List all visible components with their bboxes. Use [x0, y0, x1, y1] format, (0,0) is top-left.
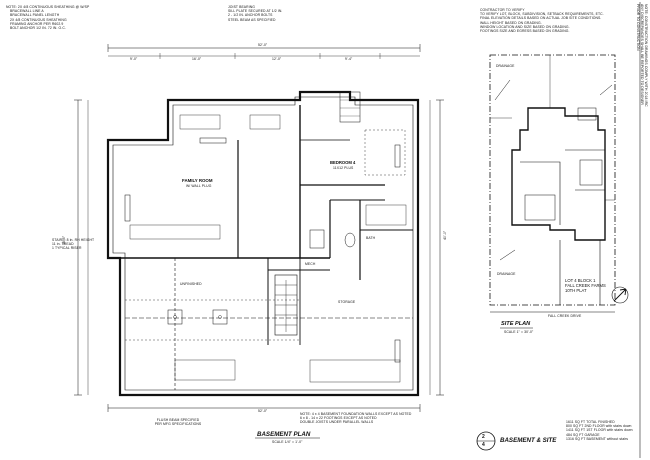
dim-top-overall: 52'-0" — [258, 43, 268, 47]
note-line: JOIST BEARING — [228, 5, 256, 9]
note-line: FRAMING ANCHOR PER R602.9 — [10, 21, 64, 26]
dim-top-seg: 12'-0" — [272, 57, 282, 61]
dim-top-seg: 16'-0" — [192, 57, 202, 61]
dim-top-seg: 9'-0" — [130, 57, 138, 61]
note-line: SILL PLATE SECURED AT 1/2 IN. — [228, 9, 283, 14]
side-note-line: PRIOR TO CONSTRUCTION — [635, 4, 640, 51]
note-line: CONTRACTOR TO VERIFY — [480, 8, 525, 12]
note-line: BRACEWALL LINE A — [10, 9, 44, 14]
note-line: TO VERIFY LOT, BLOCK, SUBDIVISION, SETBA… — [480, 12, 604, 17]
notes-foundation: NOTE: 4 x 4 BASEMENT FOUNDATION WALLS EX… — [300, 412, 450, 425]
room-label-unfinished: UNFINISHED — [180, 282, 202, 286]
dim-bottom-overall: 52'-0" — [258, 409, 268, 413]
lot-line: FALL CREEK FARMS — [565, 283, 606, 288]
note-line: NOTE: 2X 4/8 CONTINUOUS SHEATHING @ W/SP — [6, 5, 90, 9]
site-plan-scale: SCALE 1" = 30'-0" — [504, 330, 534, 334]
basement-plan — [74, 44, 444, 412]
room-label-storage: STORAGE — [338, 300, 356, 304]
area-line: 800 SQ FT 2ND FLOOR with stairs down — [566, 424, 632, 429]
room-label-family: FAMILY ROOM — [182, 178, 213, 183]
note-line: 1 TYPICAL RISER — [52, 246, 82, 251]
note-line: 2 - 1/2 IN. ANCHOR BOLTS — [228, 13, 273, 18]
note-line: STAIRS: 8 in. RH HEIGHT — [52, 238, 95, 242]
area-line: 1611 SQ FT TOTAL FINISHED — [566, 420, 615, 424]
site-plan — [489, 54, 629, 313]
note-line: PER MFG SPECIFICATIONS — [154, 422, 202, 427]
site-drainage: DRAINAGE — [497, 272, 516, 276]
lot-line: LOT 4 BLOCK 1 — [565, 278, 596, 283]
room-label-bath: BATH — [366, 236, 376, 240]
area-line: 1316 SQ FT BASEMENT without stairs — [566, 436, 629, 441]
note-line: DOUBLE JOISTS UNDER PARALLEL WALLS — [300, 420, 374, 425]
area-line: 484 SQ FT GARAGE — [566, 432, 600, 437]
site-street: FALL CREEK DRIVE — [548, 314, 582, 318]
site-drainage: DRAINAGE — [496, 64, 515, 68]
site-lot-info: LOT 4 BLOCK 1 FALL CREEK FARMS 10TH PLAT — [565, 278, 606, 293]
room-label-bedroom: BEDROOM 4 — [330, 160, 356, 165]
plan-scale: SCALE 1/4" = 1'-0" — [272, 440, 303, 444]
note-line: FOOTINGS SIZE AND EGRESS BASED ON GRADIN… — [480, 29, 570, 34]
site-plan-title: SITE PLAN — [501, 321, 531, 327]
sheet-total: 4 — [482, 442, 485, 448]
dim-left-overall: 46'-0" — [62, 235, 66, 245]
note-line: 2X 4/8 CONTINUOUS SHEATHING — [10, 17, 67, 22]
note-line: BRACEWALL PANEL LENGTH — [10, 13, 60, 18]
note-line: 6 x 8 - 14 x 22 FOOTINGS EXCEPT AS NOTED — [300, 416, 377, 421]
side-notes: NOTE: CONSTRUCTION DRAWINGS COMPLY WITH … — [635, 4, 648, 204]
note-line: BOLT ANCHOR 1/2 IN. 72 IN. O.C. — [10, 26, 66, 31]
notes-top-center: JOIST BEARING SILL PLATE SECURED AT 1/2 … — [228, 5, 338, 22]
sheet-title: BASEMENT & SITE — [500, 437, 557, 444]
note-line: FLUSH BEAM SPECIFIED — [156, 418, 200, 422]
note-line: NOTE: 4 x 4 BASEMENT FOUNDATION WALLS EX… — [300, 412, 412, 416]
notes-beam: FLUSH BEAM SPECIFIED PER MFG SPECIFICATI… — [138, 418, 218, 426]
room-sublabel-family: W/ WALL PLUG — [186, 184, 212, 188]
area-line: 1411 SQ FT 1ST FLOOR with stairs down — [566, 428, 633, 433]
side-note-line: NOTE: CONSTRUCTION DRAWINGS COMPLY WITH … — [644, 4, 648, 107]
dim-top-seg: 9'-4" — [345, 57, 353, 61]
area-summary: 1611 SQ FT TOTAL FINISHED 800 SQ FT 2ND … — [566, 420, 638, 441]
note-line: WALL HEIGHT BASED ON GRADING. — [480, 20, 542, 25]
notes-top-left: NOTE: 2X 4/8 CONTINUOUS SHEATHING @ W/SP… — [6, 5, 126, 30]
notes-top-right: CONTRACTOR TO VERIFY TO VERIFY LOT, BLOC… — [480, 8, 625, 33]
note-line: 11 in. TREAD — [52, 242, 74, 247]
lot-line: 10TH PLAT — [565, 288, 587, 293]
dim-right-overall: 40'-0" — [443, 230, 447, 240]
side-note-line: ANY DISCREPANCIES SHALL BE REPORTED TO D… — [639, 4, 644, 105]
room-sublabel-bedroom: 11X12 PLUS — [333, 166, 354, 170]
note-line: STEEL BEAM AS SPECIFIED — [228, 17, 276, 22]
note-line: WINDOW LOCATION AND SIZE BASED ON GRADIN… — [480, 24, 570, 29]
notes-stairs: STAIRS: 8 in. RH HEIGHT 11 in. TREAD 1 T… — [52, 238, 112, 251]
plan-title: BASEMENT PLAN — [257, 431, 311, 438]
room-label-mech: MECH — [305, 262, 316, 266]
sheet-number: 2 — [482, 434, 485, 440]
note-line: FINAL ELEVATION DETAILS BASED ON ACTUAL … — [480, 16, 602, 21]
